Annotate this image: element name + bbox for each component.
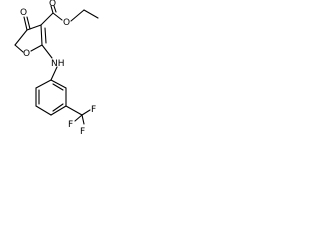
fluorine-top-label: F [91, 105, 96, 115]
bond-c4-o-ketone-double [26, 16, 31, 30]
benzene-bond-3 [50, 105, 67, 116]
benzene-bond-6 [35, 79, 52, 89]
bond-ester-c-o [52, 12, 63, 21]
ketone-group [23, 16, 31, 31]
benzene-bond-1 [50, 79, 67, 89]
bond-c3-ester-c [40, 12, 54, 26]
amine-linkage [41, 44, 58, 81]
benzene-bond-4 [35, 105, 52, 116]
bond-c2-o1 [30, 44, 43, 52]
bond-ester-co [50, 5, 54, 14]
furanone-ring [14, 24, 47, 53]
bond-c4-o-ketone [23, 16, 28, 31]
bond-aryl-cf3 [65, 105, 83, 116]
bond-c3-c2-double [44, 27, 47, 44]
benzene-double-2 [52, 103, 64, 112]
bond-ch2-ch3 [83, 9, 99, 19]
ring-oxygen-label: O [23, 49, 30, 59]
bond-o-ch2 [70, 9, 85, 22]
benzene-ring [35, 79, 67, 116]
fluorine-left-label: F [68, 120, 73, 130]
ester-ether-oxygen-label: O [63, 18, 70, 28]
bond-n-aryl [50, 66, 58, 81]
bond-c3-c2 [40, 24, 43, 46]
fluorine-bottom-label: F [80, 127, 85, 137]
bond-c-f-bottom [81, 114, 85, 125]
benzene-double-1 [52, 83, 64, 91]
bond-c2-n [41, 44, 53, 59]
bond-ester-co-double [53, 5, 57, 13]
bond-c-f-left [74, 114, 83, 122]
ester-group [40, 5, 99, 26]
ester-carbonyl-oxygen-label: O [49, 0, 56, 9]
bond-c-f-top [81, 109, 91, 116]
bond-c4-c3 [26, 24, 42, 31]
chemical-structure: O O O O NH F F F [14, 0, 99, 137]
bond-c5-c4 [14, 29, 28, 46]
trifluoromethyl-group [65, 105, 91, 125]
ketone-oxygen-label: O [20, 8, 27, 18]
amine-label: NH [51, 59, 65, 69]
bond-o1-c5 [14, 44, 24, 53]
